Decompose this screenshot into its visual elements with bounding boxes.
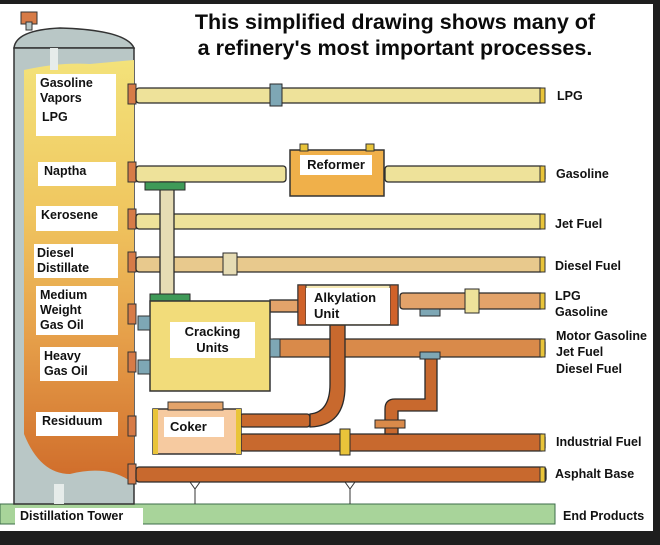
fraction-diesel-distillate: Diesel Distillate	[34, 244, 118, 278]
unit-label-line: Alkylation	[314, 290, 377, 305]
pipe-bend-right	[384, 353, 438, 435]
pipe-vertical-tan	[159, 181, 175, 303]
alkylation-unit-label: Alkylation Unit	[306, 288, 390, 324]
distillation-tower-label: Distillation Tower	[15, 508, 143, 526]
unit-label-line: Cracking	[184, 324, 241, 339]
fraction-medium-weight-gas-oil: Medium Weight Gas Oil	[36, 286, 118, 335]
product-end-products: End Products	[563, 509, 645, 523]
fraction-lpg: LPG	[36, 108, 116, 136]
page-title: This simplified drawing shows many of a …	[145, 9, 645, 61]
pipe-supports	[189, 481, 356, 504]
pipe-jet-fuel	[135, 213, 545, 230]
fraction-label-line: Gas Oil	[44, 364, 88, 378]
fraction-label-line: Weight	[40, 303, 82, 317]
pipe-end-caps	[539, 87, 546, 483]
product-asphalt-base: Asphalt Base	[555, 467, 635, 481]
pipe-crack-alky	[269, 299, 301, 313]
product-jet-fuel-2: Jet Fuel	[556, 345, 604, 359]
pipes	[135, 87, 547, 483]
fraction-label-line: Gas Oil	[40, 318, 84, 332]
couplings	[144, 83, 480, 456]
product-lpg-2: LPG	[555, 289, 581, 303]
product-lpg: LPG	[557, 89, 583, 103]
pipe-asphalt	[135, 466, 547, 483]
fraction-residuum: Residuum	[36, 412, 118, 436]
fraction-label-line: Kerosene	[41, 208, 98, 222]
fraction-label-line: Naptha	[44, 164, 87, 178]
fraction-label-line: Medium	[40, 288, 88, 302]
product-gasoline: Gasoline	[556, 167, 609, 181]
fraction-label-line: Gasoline	[40, 76, 93, 90]
product-industrial-fuel: Industrial Fuel	[556, 435, 642, 449]
pipe-bend-alkylation	[309, 323, 346, 428]
pipe-industrial-fuel	[239, 433, 546, 452]
reformer-label: Reformer	[300, 155, 372, 175]
fraction-label-line: LPG	[42, 110, 68, 124]
fraction-label-line: Heavy	[44, 349, 81, 363]
fraction-gasoline-vapors: Gasoline Vapors	[36, 74, 116, 108]
fraction-kerosene: Kerosene	[36, 206, 118, 231]
title-line-1: This simplified drawing shows many of	[194, 10, 596, 34]
fraction-label-line: Distillate	[37, 261, 90, 275]
product-diesel-fuel: Diesel Fuel	[555, 259, 621, 273]
product-gasoline-2: Gasoline	[555, 305, 608, 319]
fraction-label-line: Vapors	[40, 91, 82, 105]
unit-label-line: Unit	[314, 306, 340, 321]
refinery-diagram: This simplified drawing shows many of a …	[0, 4, 653, 531]
product-motor-gasoline: Motor Gasoline	[556, 329, 647, 343]
pipe-coker-top	[239, 413, 311, 428]
fraction-label-line: Diesel	[37, 246, 74, 260]
product-jet-fuel: Jet Fuel	[555, 217, 603, 231]
pipe-motor-gasoline	[269, 338, 546, 358]
fraction-naptha: Naptha	[38, 162, 116, 186]
title-line-2: a refinery's most important processes.	[197, 36, 593, 60]
unit-label-line: Units	[196, 340, 229, 355]
pipe-diesel	[135, 256, 545, 273]
pipe-lpg	[135, 87, 545, 104]
cracking-units-label: Cracking Units	[170, 322, 255, 358]
pipe-naptha	[135, 165, 287, 183]
pipe-gasoline	[384, 165, 546, 183]
fraction-heavy-gas-oil: Heavy Gas Oil	[40, 347, 118, 381]
coker-label: Coker	[164, 417, 224, 437]
fraction-label-line: Residuum	[42, 414, 103, 428]
product-diesel-fuel-2: Diesel Fuel	[556, 362, 622, 376]
